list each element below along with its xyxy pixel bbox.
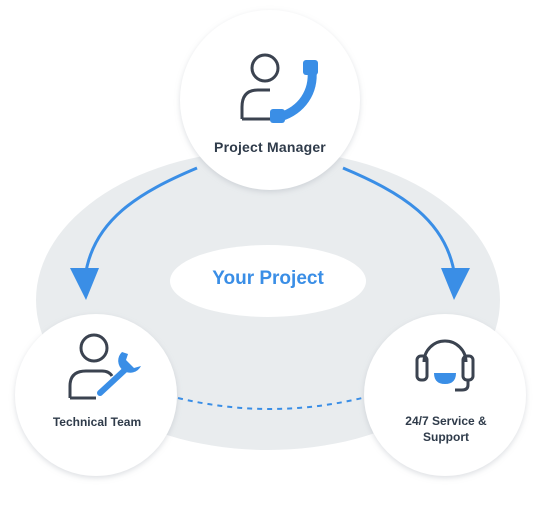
headset-icon <box>415 339 475 392</box>
technical-team-label: Technical Team <box>52 415 142 429</box>
arrow-right <box>342 166 470 300</box>
project-manager-label: Project Manager <box>214 139 326 155</box>
project-manager-circle <box>180 10 360 190</box>
support-label-line2: Support <box>423 430 469 444</box>
technical-team-circle <box>15 314 177 476</box>
arrow-left <box>70 166 198 300</box>
center-oval <box>170 245 366 317</box>
person-wrench-icon <box>68 333 141 400</box>
support-circle <box>364 314 526 476</box>
project-title: Your Project <box>212 268 324 289</box>
support-label-line1: 24/7 Service & <box>405 414 487 428</box>
person-phone-icon <box>240 53 318 123</box>
dashed-connector <box>177 397 363 410</box>
support-label: 24/7 Service & Support <box>370 413 522 445</box>
